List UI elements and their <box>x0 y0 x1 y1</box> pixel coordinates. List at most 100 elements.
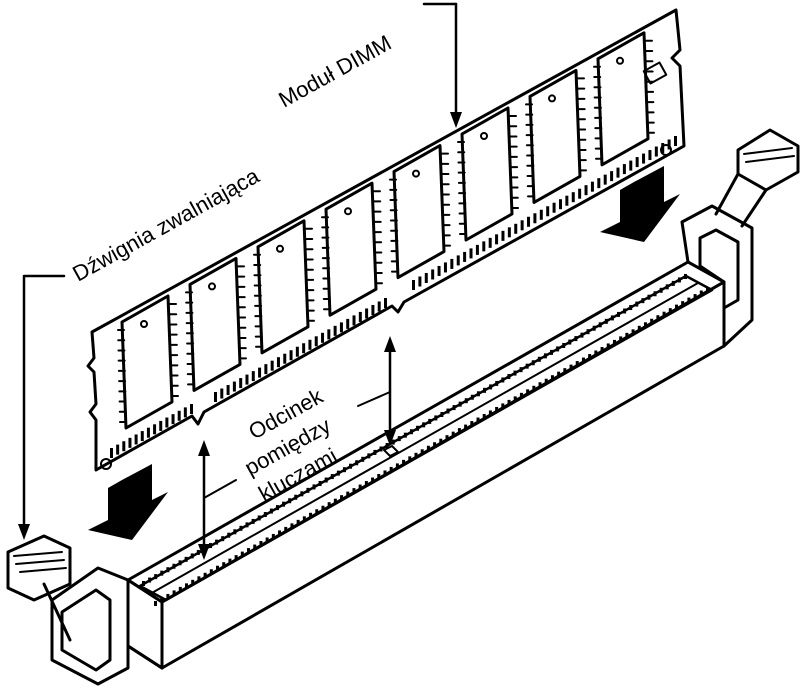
socket-pin <box>259 541 263 547</box>
edge-contact <box>527 216 531 227</box>
socket-pin <box>383 470 387 476</box>
socket-pin <box>154 601 157 606</box>
socket-pin <box>586 329 590 335</box>
edge-contact <box>642 153 646 164</box>
edge-contact <box>495 234 499 245</box>
socket-pin <box>221 536 225 542</box>
socket-pin <box>623 308 627 314</box>
dimm-pcb <box>86 8 686 472</box>
socket-pin <box>440 411 444 417</box>
socket-pin <box>373 449 377 455</box>
dimm-socket <box>126 260 726 670</box>
socket-pin <box>227 532 231 538</box>
socket-pin <box>166 593 170 599</box>
socket-pin <box>426 445 430 451</box>
socket-pin <box>699 290 703 296</box>
edge-contact <box>333 325 337 336</box>
socket-pin <box>247 548 251 554</box>
edge-contact <box>365 308 369 319</box>
edge-contact <box>610 171 614 182</box>
edge-contact <box>321 332 325 343</box>
socket-pin <box>610 315 614 321</box>
edge-contact <box>667 139 671 150</box>
edge-contact <box>533 213 537 224</box>
socket-pin <box>476 417 480 423</box>
socket-front-face <box>160 280 726 670</box>
edge-contact <box>264 364 268 375</box>
socket-pin <box>495 380 499 386</box>
edge-contact <box>629 160 633 171</box>
socket-pin <box>631 329 635 335</box>
latch-left-body <box>50 566 130 686</box>
socket-pin <box>650 318 654 324</box>
memory-chip <box>593 31 655 167</box>
edge-contact <box>110 448 113 458</box>
socket-groove-center <box>149 282 699 595</box>
socket-pin <box>470 421 474 427</box>
socket-pin <box>543 353 547 359</box>
edge-contact <box>226 385 230 396</box>
socket-pin <box>336 470 340 476</box>
socket-pin <box>519 392 523 398</box>
socket-pin <box>309 512 313 518</box>
socket-top-face <box>126 260 726 604</box>
edge-contact <box>245 374 249 385</box>
memory-chip <box>253 219 315 355</box>
socket-pin <box>148 577 152 583</box>
edge-contact <box>258 367 262 378</box>
socket-pin <box>659 287 663 293</box>
socket-key <box>383 445 399 457</box>
socket-pin <box>581 357 585 363</box>
socket-pin <box>233 529 237 535</box>
socket-bottom-edge <box>126 644 164 670</box>
edge-contact <box>146 427 150 438</box>
edge-contact <box>603 174 607 185</box>
release-lever-left[interactable] <box>6 534 130 686</box>
release-lever-right[interactable] <box>680 128 800 348</box>
socket-pin <box>402 459 406 465</box>
edge-contact <box>346 318 350 329</box>
socket-pin <box>294 494 298 500</box>
socket-pin <box>389 466 393 472</box>
dimm-module <box>86 8 686 472</box>
edge-contact <box>469 248 473 259</box>
socket-pin <box>257 515 261 521</box>
edge-contact <box>597 178 601 189</box>
edge-contact <box>590 181 594 192</box>
latch-right-window <box>698 228 740 310</box>
socket-pin <box>408 456 412 462</box>
socket-pin <box>330 474 334 480</box>
key-gap-dimension <box>198 336 396 560</box>
edge-contact <box>475 244 479 255</box>
socket-pin <box>513 370 517 376</box>
socket-pin <box>594 350 598 356</box>
memory-chip <box>525 68 587 204</box>
socket-pin <box>208 543 212 549</box>
memory-chip <box>389 144 451 280</box>
latch-left-tab <box>6 534 72 602</box>
socket-pin <box>422 422 426 428</box>
socket-pin <box>178 560 182 566</box>
socket-pin <box>482 414 486 420</box>
edge-contact <box>232 381 236 392</box>
edge-contact <box>431 269 435 280</box>
socket-pin <box>637 325 641 331</box>
socket-pin <box>234 555 238 561</box>
edge-contact <box>437 265 441 276</box>
socket-pin <box>550 349 554 355</box>
socket-pin <box>385 443 389 449</box>
socket-pin <box>457 428 461 434</box>
socket-pin <box>604 318 608 324</box>
edge-contact <box>507 227 511 238</box>
insert-arrow-left-icon <box>88 464 168 540</box>
socket-pin <box>532 385 536 391</box>
socket-pin <box>562 342 566 348</box>
edge-contact <box>377 301 381 312</box>
socket-pin <box>556 346 560 352</box>
edge-contact <box>443 262 447 273</box>
socket-pin <box>629 305 633 311</box>
socket-pin <box>160 597 164 603</box>
module-pointer-icon <box>450 112 462 128</box>
edge-contact <box>308 339 312 350</box>
socket-pin <box>446 408 450 414</box>
